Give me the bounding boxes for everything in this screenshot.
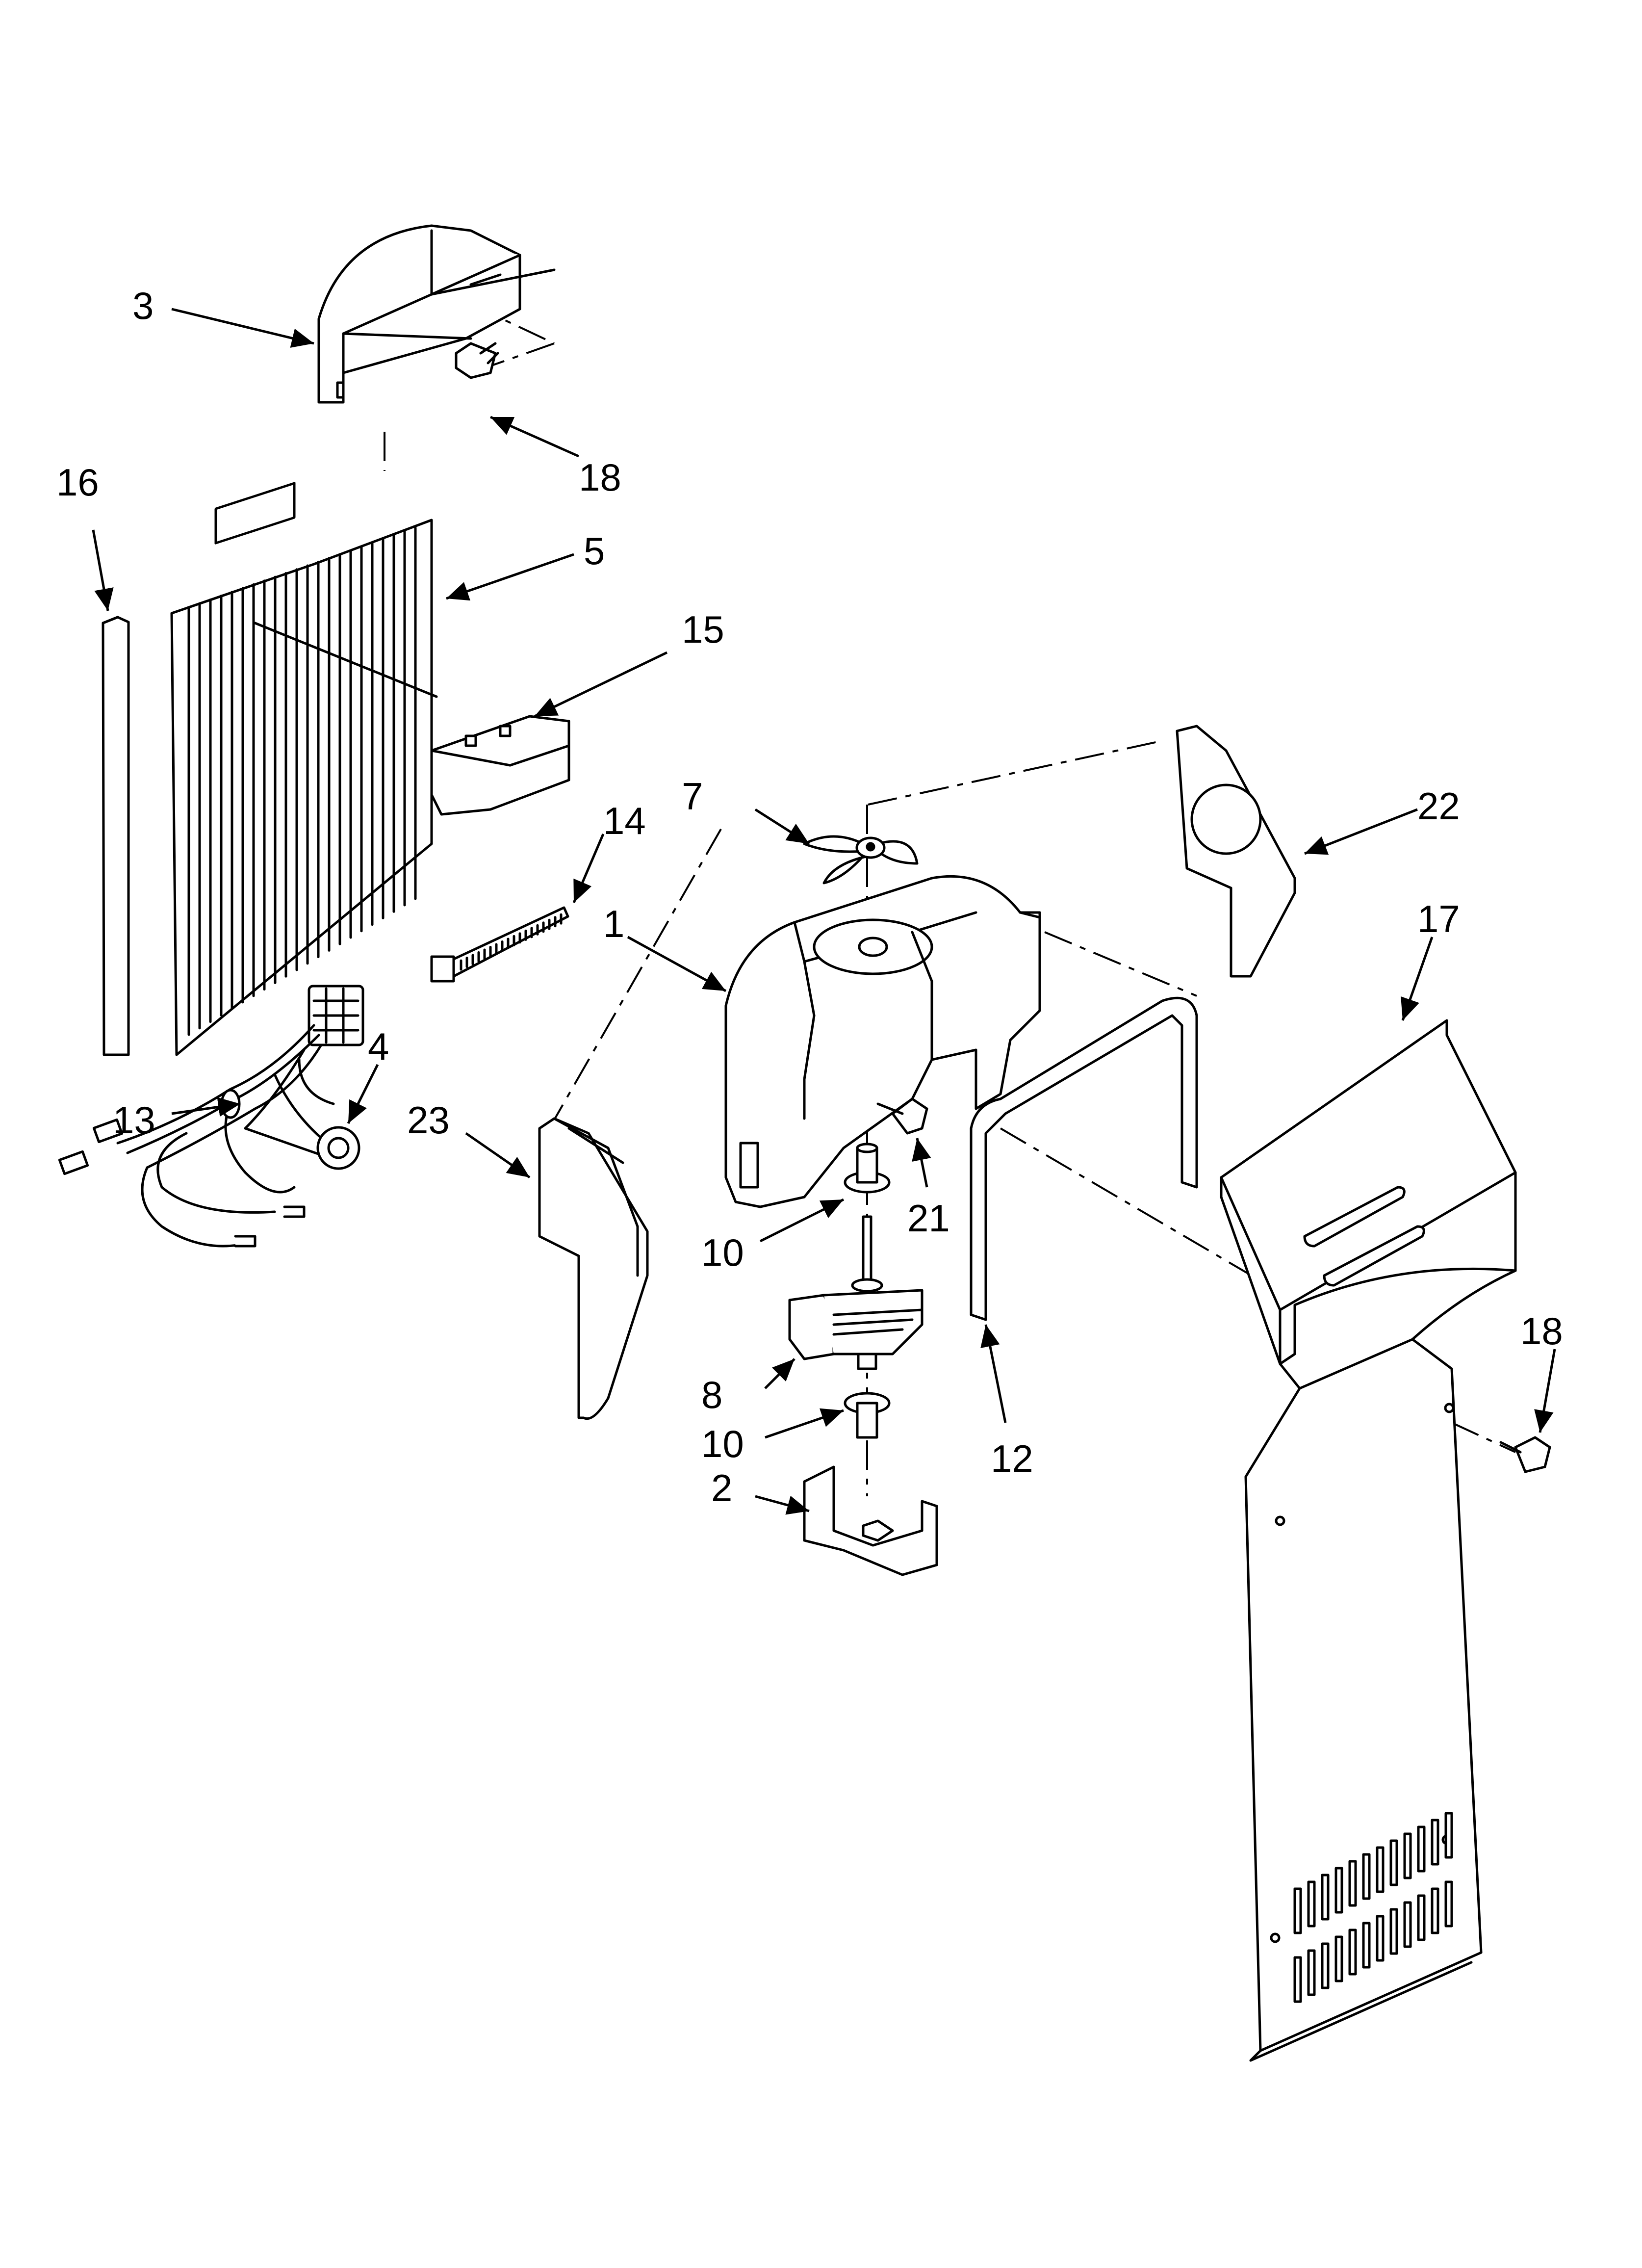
callout-16: 16 xyxy=(56,461,99,504)
part-2-bracket xyxy=(803,1465,938,1576)
part-21-screw xyxy=(876,1097,928,1135)
callout-2: 2 xyxy=(711,1466,732,1510)
callout-18-right: 18 xyxy=(1520,1309,1563,1353)
callout-15: 15 xyxy=(682,608,724,651)
part-4-grommet xyxy=(316,1126,360,1170)
part-3-cover xyxy=(317,224,556,404)
part-16-strip xyxy=(102,616,130,1056)
callout-1: 1 xyxy=(603,902,624,945)
leader-arrows xyxy=(92,308,1556,1515)
part-18-screw-top xyxy=(455,342,499,379)
part-13-channel xyxy=(970,996,1198,1321)
callout-3: 3 xyxy=(132,284,154,327)
callout-5: 5 xyxy=(584,529,605,573)
callout-23: 23 xyxy=(407,1098,450,1142)
part-15-bracket xyxy=(430,715,570,816)
callout-10-lower: 10 xyxy=(701,1422,744,1465)
callout-4: 4 xyxy=(368,1025,389,1068)
callout-13: 12 xyxy=(991,1437,1033,1480)
part-22-duct xyxy=(1176,725,1296,978)
callout-labels: 3 18 16 5 15 7 14 1 22 17 13 4 23 10 21 … xyxy=(56,284,1563,1510)
part-10-collar-upper xyxy=(844,1143,891,1194)
callout-7: 8 xyxy=(701,1373,722,1416)
callout-18-top: 18 xyxy=(579,456,621,499)
part-1-fan-housing xyxy=(724,875,1041,1208)
callout-17: 17 xyxy=(1417,897,1460,940)
callout-10-upper: 10 xyxy=(701,1231,744,1274)
part-18-screw-right xyxy=(1499,1436,1551,1473)
callout-22: 22 xyxy=(1417,784,1460,828)
callout-12: 13 xyxy=(113,1098,155,1142)
part-14-cable-tie xyxy=(430,906,569,983)
part-17-panel xyxy=(1220,1019,1517,2062)
callout-8: 7 xyxy=(682,775,703,818)
part-8-fan-blade xyxy=(803,835,919,885)
callout-21: 21 xyxy=(907,1197,950,1240)
part-10-collar-lower xyxy=(844,1392,891,1439)
part-5-panel xyxy=(170,482,438,1056)
callout-14: 14 xyxy=(603,799,646,842)
part-7-motor xyxy=(788,1215,924,1370)
part-23-duct xyxy=(538,1117,649,1420)
